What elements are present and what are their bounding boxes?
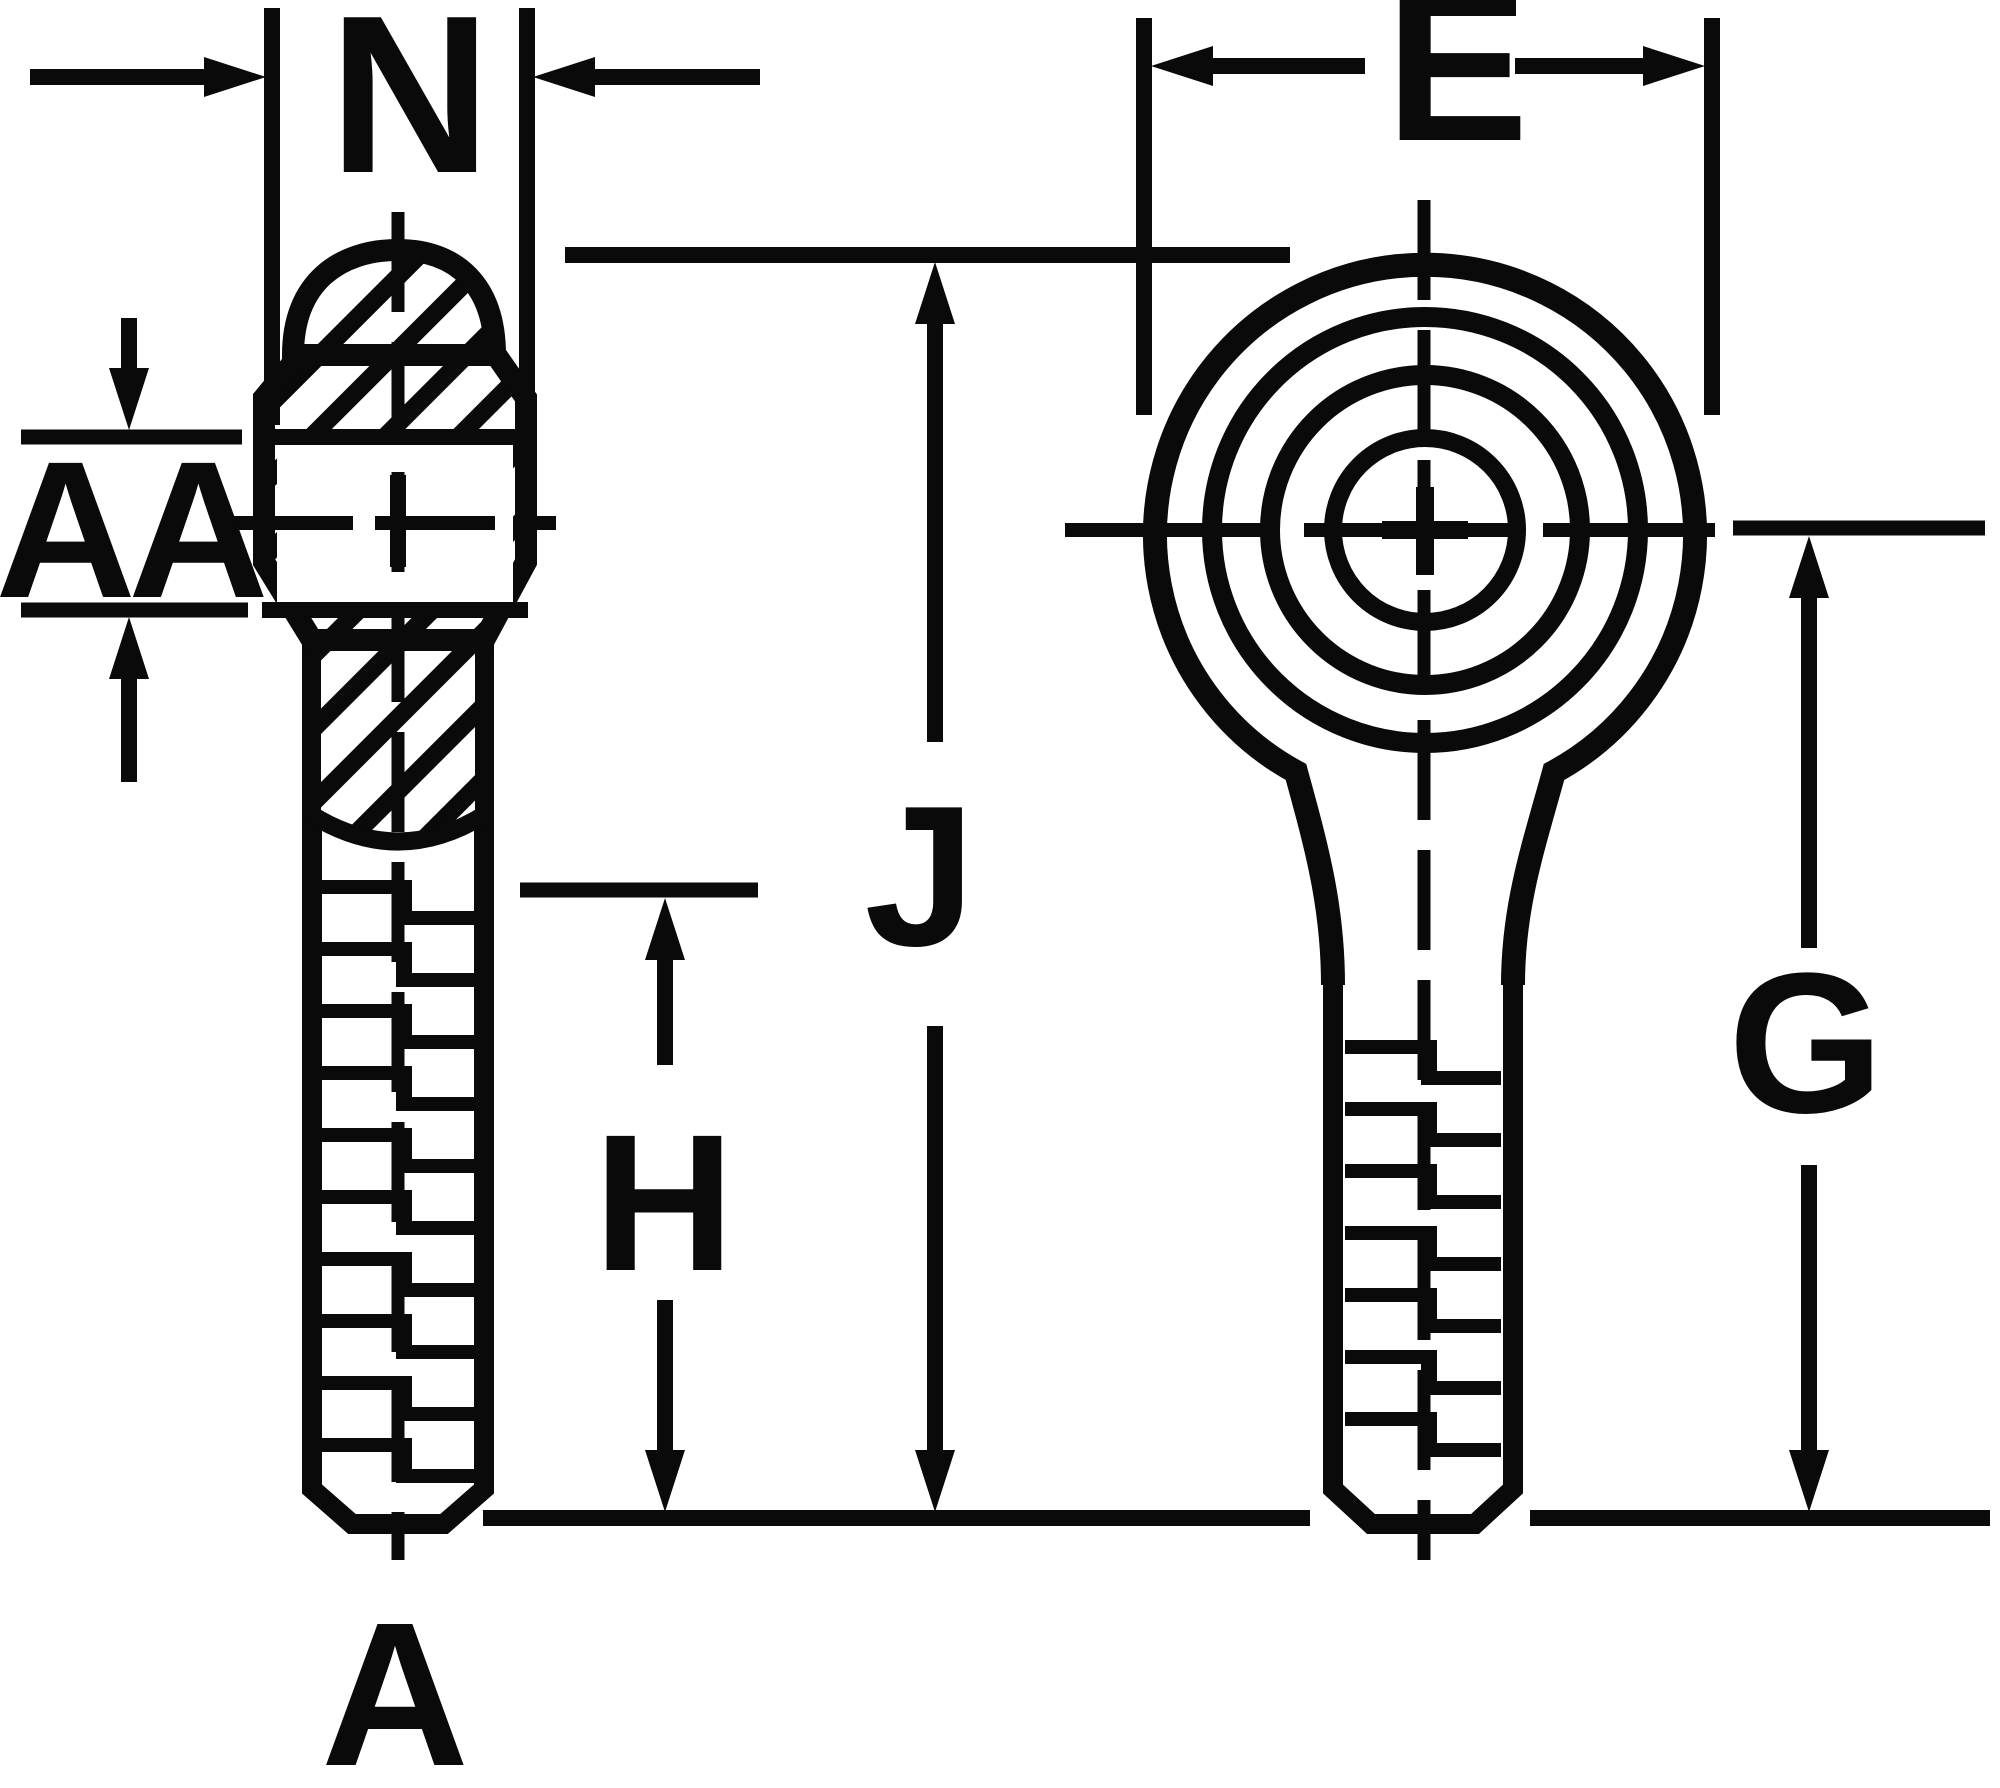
side-view	[233, 212, 556, 1560]
j-arrow-bottom-head	[915, 1450, 955, 1512]
n-label: N	[329, 0, 492, 220]
g-arrow-top-head	[1789, 536, 1829, 598]
aa-arrow-bottom-head	[109, 617, 149, 679]
e-label: E	[1385, 0, 1528, 186]
e-arrow-right-head	[1643, 46, 1705, 86]
h-arrow-top-head	[645, 898, 685, 960]
aa-label: AA	[0, 421, 264, 639]
n-arrow-left-head	[204, 57, 266, 97]
dimension-g: G	[1728, 520, 1985, 1512]
dimension-j: J	[565, 247, 1290, 1512]
g-label: G	[1728, 932, 1884, 1155]
n-arrow-right-head	[533, 57, 595, 97]
g-arrow-bottom-head	[1789, 1450, 1829, 1512]
a-label: A	[321, 1580, 469, 1788]
dimension-e: E	[1136, 0, 1720, 415]
j-arrow-top-head	[915, 262, 955, 324]
dimension-n: N	[30, 0, 760, 440]
h-arrow-bottom-head	[645, 1450, 685, 1512]
bottom-references: A	[321, 1510, 1990, 1788]
e-arrow-left-head	[1151, 46, 1213, 86]
dimension-h: H	[520, 882, 758, 1512]
dimension-aa: AA	[0, 318, 272, 782]
front-view	[1065, 200, 1715, 1560]
h-label: H	[594, 1094, 735, 1312]
aa-arrow-top-head	[109, 368, 149, 430]
front-center-plus	[1382, 487, 1468, 575]
j-label: J	[864, 765, 975, 988]
